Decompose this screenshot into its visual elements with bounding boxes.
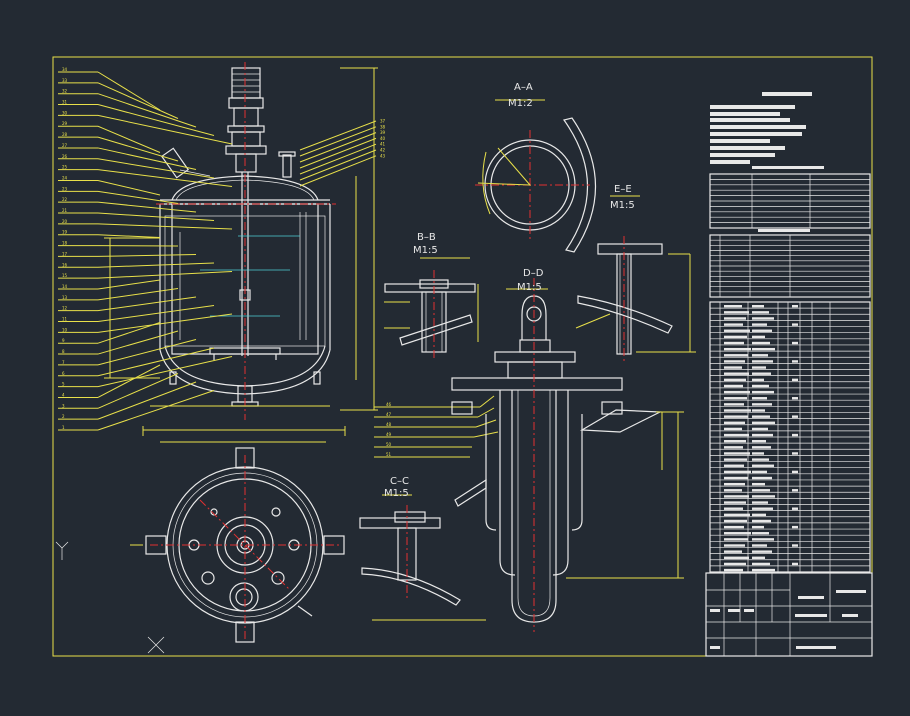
balloon-number: 17: [62, 251, 68, 256]
left-leader-lines: [58, 71, 233, 431]
ucs-origin-cross-icon: [147, 636, 165, 654]
balloon-number: 47: [386, 412, 392, 417]
technical-characteristics-table: [709, 166, 871, 229]
section-dd-view: [451, 278, 684, 632]
section-aa-scale: M1:2: [508, 98, 533, 109]
section-cc-title: C–C: [390, 476, 409, 487]
balloon-number: 32: [62, 89, 68, 94]
drawing-border: [52, 56, 873, 657]
balloon-number: 51: [386, 452, 392, 457]
balloon-number: 34: [62, 67, 68, 72]
balloon-number: 37: [380, 119, 386, 124]
balloon-number: 19: [62, 230, 68, 235]
balloon-number: 3: [62, 403, 65, 408]
balloon-number: 27: [62, 143, 68, 148]
balloon-number: 8: [62, 349, 65, 354]
reactor-elevation-view: [104, 62, 378, 420]
section-bb-scale: M1:5: [413, 245, 438, 256]
balloon-number: 43: [380, 153, 386, 158]
balloon-number: 21: [62, 208, 68, 213]
balloon-number: 29: [62, 121, 68, 126]
section-dd-title: D–D: [523, 268, 544, 279]
balloon-number: 9: [62, 338, 65, 343]
balloon-number: 10: [62, 327, 68, 332]
section-ee-title: E–E: [614, 184, 632, 195]
balloon-number: 26: [62, 154, 68, 159]
balloon-number: 6: [62, 371, 65, 376]
balloon-number: 23: [62, 186, 68, 191]
balloon-number: 33: [62, 78, 68, 83]
right-leader-lines: [299, 120, 377, 187]
balloon-number: 13: [62, 295, 68, 300]
cc-leader-lines: [374, 395, 499, 458]
balloon-number: 12: [62, 306, 68, 311]
parts-list-table: [709, 301, 871, 573]
section-cc-view: [359, 494, 486, 621]
nozzle-table: [709, 229, 871, 298]
title-block: [705, 572, 873, 657]
balloon-number: 31: [62, 100, 68, 105]
balloon-number: 38: [380, 124, 386, 129]
cc-balloon-numbers: 46 47 48 49 50 51: [386, 402, 392, 457]
left-balloon-numbers: 3433323130292827262524232221201918171615…: [62, 67, 68, 430]
balloon-number: 30: [62, 110, 68, 115]
balloon-number: 2: [62, 414, 65, 419]
section-bb-title: B–B: [417, 232, 436, 243]
balloon-number: 40: [380, 136, 386, 141]
balloon-number: 20: [62, 219, 68, 224]
section-cc-scale: M1:5: [384, 488, 409, 499]
section-dd-scale: M1:5: [517, 282, 542, 293]
balloon-number: 1: [62, 425, 65, 430]
balloon-number: 50: [386, 442, 392, 447]
balloon-number: 24: [62, 175, 68, 180]
ucs-y-axis-icon: [55, 541, 69, 560]
balloon-number: 49: [386, 432, 392, 437]
balloon-number: 39: [380, 130, 386, 135]
balloon-number: 7: [62, 360, 65, 365]
balloon-number: 46: [386, 402, 392, 407]
section-bb-view: [384, 257, 479, 360]
balloon-number: 22: [62, 197, 68, 202]
section-aa-title: A–A: [514, 82, 533, 93]
balloon-number: 5: [62, 382, 65, 387]
balloon-number: 48: [386, 422, 392, 427]
balloon-number: 14: [62, 284, 68, 289]
balloon-number: 4: [62, 392, 65, 397]
balloon-number: 41: [380, 142, 386, 147]
balloon-number: 28: [62, 132, 68, 137]
balloon-number: 25: [62, 165, 68, 170]
section-aa-view: [475, 99, 597, 253]
technical-requirements-block: [710, 92, 812, 164]
reactor-plan-view: [130, 426, 346, 643]
section-ee-view: [575, 195, 696, 362]
balloon-number: 42: [380, 148, 386, 153]
balloon-number: 18: [62, 241, 68, 246]
balloon-number: 11: [62, 317, 68, 322]
balloon-number: 15: [62, 273, 68, 278]
balloon-number: 16: [62, 262, 68, 267]
section-ee-scale: M1:5: [610, 200, 635, 211]
